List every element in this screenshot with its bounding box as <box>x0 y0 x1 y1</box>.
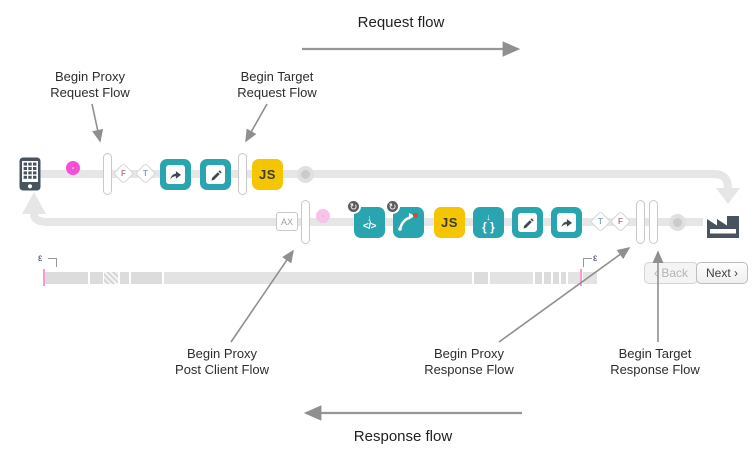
request-flow-end-node[interactable] <box>297 166 314 183</box>
js-label: JS <box>259 167 276 182</box>
code-download-glyph: ↓ </> <box>363 213 376 232</box>
replay-badge-icon[interactable]: ↻ <box>385 199 400 214</box>
begin-proxy-response-flow-marker[interactable] <box>636 200 645 244</box>
timeline-segment <box>120 272 129 284</box>
timeline-segment <box>474 272 488 284</box>
timeline-segment <box>45 272 88 284</box>
annotation-line: Request Flow <box>237 85 317 100</box>
pointer-begin-proxy-post-client <box>230 249 294 343</box>
pointer-begin-target-request <box>245 103 268 143</box>
route-policy-icon[interactable]: ↻ <box>385 199 424 238</box>
page-glyph <box>166 165 185 184</box>
annotation-line: Begin Target <box>240 69 314 84</box>
annotation-line: Request Flow <box>50 85 130 100</box>
page-glyph <box>557 213 576 232</box>
timeline-start-tick <box>43 269 45 286</box>
assign-message-pencil-policy-icon[interactable] <box>200 159 231 190</box>
timeline-position-tick <box>580 269 582 286</box>
code-label: </> <box>363 220 376 232</box>
annotation-line: Post Client Flow <box>175 362 269 377</box>
timeline-segment <box>164 272 472 284</box>
timeline-bar[interactable] <box>45 272 597 284</box>
analytics-ax-step[interactable]: AX <box>276 212 298 231</box>
js-label: JS <box>441 215 458 230</box>
begin-target-response-flow-marker[interactable] <box>649 200 658 244</box>
diamond-label: F <box>121 168 126 178</box>
ax-label: AX <box>280 216 293 227</box>
begin-target-request-flow-marker[interactable] <box>238 153 247 195</box>
client-phone-icon[interactable] <box>19 157 41 196</box>
annotation-begin-target-request: Begin Target Request Flow <box>202 69 352 101</box>
callout-policy-icon[interactable] <box>160 159 191 190</box>
timeline-segment <box>535 272 542 284</box>
timeline-left-bracket <box>48 258 57 267</box>
response-flow-title: Response flow <box>353 428 453 445</box>
timeline-segment <box>561 272 566 284</box>
javascript-policy-icon[interactable]: JS <box>252 159 283 190</box>
condition-false-diamond[interactable]: F <box>112 162 135 185</box>
pointer-begin-proxy-request <box>91 103 104 143</box>
annotation-line: Begin Target <box>618 346 692 361</box>
page-glyph <box>518 213 537 232</box>
timeline-segment <box>583 272 597 284</box>
epsilon-time-label: ε <box>38 253 43 264</box>
next-button[interactable]: Next › <box>696 262 749 284</box>
braces-label: { } <box>482 219 495 234</box>
request-flow-title: Request flow <box>357 14 445 31</box>
replay-badge-icon[interactable]: ↻ <box>346 199 361 214</box>
timeline-segment <box>90 272 103 284</box>
pointer-begin-proxy-response <box>498 247 631 343</box>
diamond-label: F <box>618 216 623 226</box>
annotation-line: Begin Proxy <box>186 346 258 361</box>
rotate-glyph: ↻ <box>388 202 397 213</box>
xml-code-policy-icon[interactable]: ↓ </> ↻ <box>346 199 385 238</box>
annotation-line: Begin Proxy <box>433 346 505 361</box>
annotation-begin-proxy-request: Begin Proxy Request Flow <box>15 69 165 101</box>
condition-false-diamond[interactable]: F <box>609 210 632 233</box>
annotation-line: Begin Proxy <box>54 69 126 84</box>
begin-proxy-post-client-flow-marker[interactable] <box>301 200 310 244</box>
annotation-begin-target-response: Begin Target Response Flow <box>580 346 730 378</box>
annotation-begin-proxy-response: Begin Proxy Response Flow <box>394 346 544 378</box>
braces-download-glyph: ↓ { } <box>482 212 495 234</box>
rotate-glyph: ↻ <box>349 202 358 213</box>
back-button[interactable]: ‹ Back <box>644 262 699 284</box>
target-server-factory-icon[interactable] <box>705 206 741 245</box>
proxy-request-start-marker[interactable] <box>66 161 80 175</box>
javascript-policy-icon[interactable]: JS <box>434 207 465 238</box>
post-client-start-marker[interactable] <box>316 209 330 223</box>
annotation-begin-proxy-post-client: Begin Proxy Post Client Flow <box>147 346 297 378</box>
timeline-segment <box>553 272 559 284</box>
response-flow-end-node[interactable] <box>669 214 686 231</box>
diamond-label: T <box>143 168 148 178</box>
page-glyph <box>206 165 225 184</box>
assign-message-pencil-policy-icon[interactable] <box>512 207 543 238</box>
annotation-line: Response Flow <box>424 362 514 377</box>
annotation-line: Response Flow <box>610 362 700 377</box>
timeline-segment <box>131 272 162 284</box>
timeline-segment <box>104 272 118 284</box>
request-flow-arrowhead-icon <box>716 188 740 204</box>
timeline-right-bracket <box>583 258 592 267</box>
diamond-label: T <box>598 216 603 226</box>
json-braces-policy-icon[interactable]: ↓ { } <box>473 207 504 238</box>
condition-true-diamond[interactable]: T <box>589 210 612 233</box>
condition-true-diamond[interactable]: T <box>134 162 157 185</box>
callout-policy-icon[interactable] <box>551 207 582 238</box>
epsilon-time-label: ε <box>593 253 598 264</box>
timeline-segment <box>544 272 551 284</box>
begin-proxy-request-flow-marker[interactable] <box>103 153 112 195</box>
timeline-segment <box>490 272 533 284</box>
